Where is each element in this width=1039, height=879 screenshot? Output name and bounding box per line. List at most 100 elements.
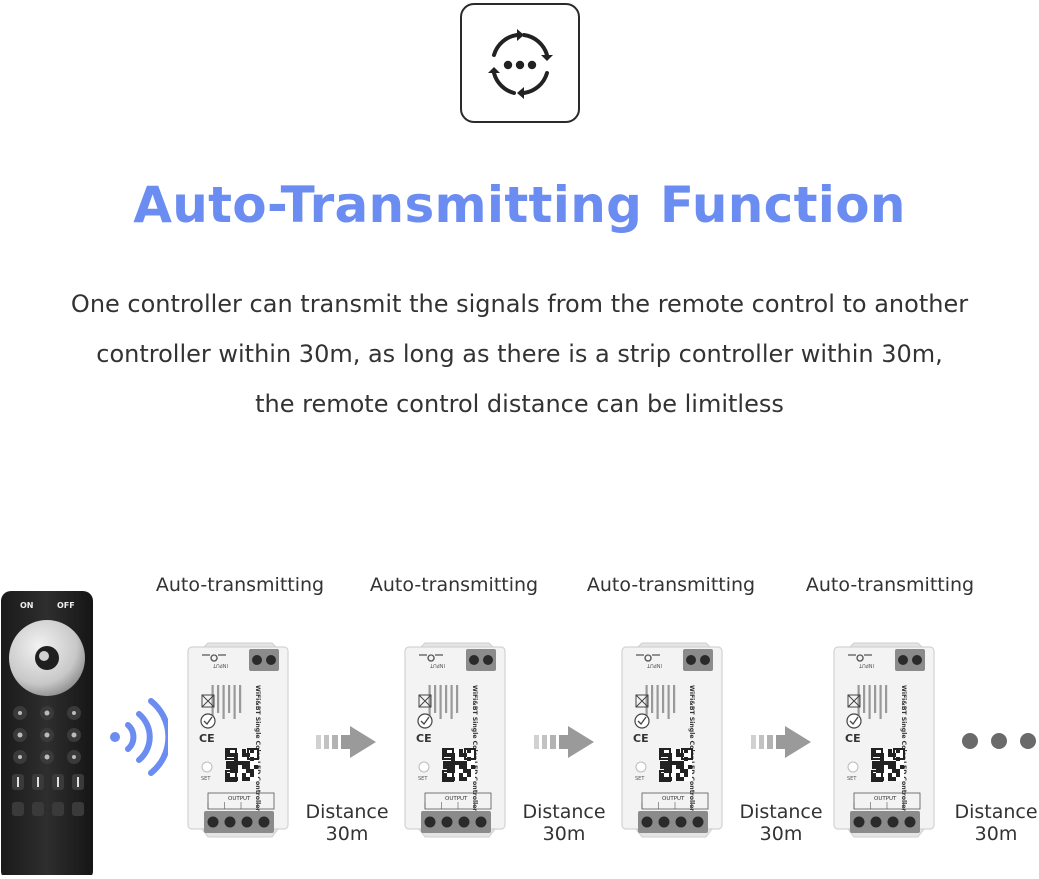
- qr-module: [888, 761, 892, 765]
- weee-icon: [201, 694, 215, 708]
- qr-module: [884, 761, 888, 765]
- qr-code-icon: [871, 748, 905, 782]
- qr-module: [463, 769, 467, 773]
- remote-off-label: OFF: [57, 601, 75, 610]
- qr-module: [467, 749, 471, 753]
- qr-module: [676, 749, 680, 753]
- qr-finder: [247, 748, 259, 760]
- spec-text-line: [217, 685, 220, 713]
- distance-label-value: 30m: [542, 823, 586, 845]
- rohs-icon: [417, 713, 433, 729]
- input-terminal: [683, 649, 713, 671]
- terminal-screw: [252, 655, 262, 665]
- auto-transmitting-label-1: Auto-transmitting: [155, 574, 325, 596]
- dc-symbol-icon: [636, 654, 660, 662]
- qr-module: [660, 761, 664, 765]
- qr-module: [900, 765, 904, 769]
- set-label: SET: [635, 776, 645, 782]
- terminal-screw: [898, 655, 908, 665]
- terminal-screw: [241, 816, 253, 828]
- terminal-screw: [475, 816, 487, 828]
- spec-text-line: [667, 685, 670, 719]
- terminal-screw: [424, 816, 436, 828]
- dc-symbol-icon: [848, 654, 872, 662]
- qr-module: [664, 777, 668, 781]
- qr-module: [680, 765, 684, 769]
- qr-module: [230, 777, 234, 781]
- qr-module: [459, 761, 463, 765]
- arrow-right-icon: [751, 726, 811, 758]
- qr-module: [668, 761, 672, 765]
- qr-module: [872, 761, 876, 765]
- qr-module: [242, 749, 246, 753]
- qr-module: [242, 753, 246, 757]
- qr-module: [443, 749, 447, 753]
- qr-finder: [442, 770, 454, 782]
- qr-module: [250, 749, 254, 753]
- weee-icon: [418, 694, 432, 708]
- output-terminal: [638, 811, 708, 833]
- qr-module: [664, 753, 668, 757]
- qr-finder: [659, 770, 671, 782]
- spec-text-line: [233, 685, 236, 719]
- arrow-right-icon: [316, 726, 376, 758]
- auto-transmit-icon-box: [460, 3, 580, 123]
- terminal-screw: [658, 816, 670, 828]
- qr-module: [459, 749, 463, 753]
- arrow-right-icon: [534, 726, 594, 758]
- qr-module: [234, 765, 238, 769]
- qr-module: [888, 773, 892, 777]
- auto-transmitting-label-3: Auto-transmitting: [586, 574, 756, 596]
- weee-icon: [201, 694, 215, 708]
- qr-module: [872, 753, 876, 757]
- qr-finder: [871, 770, 883, 782]
- rohs-icon: [846, 713, 862, 729]
- qr-module: [447, 765, 451, 769]
- qr-module: [246, 761, 250, 765]
- spec-text-line: [863, 685, 866, 713]
- qr-module: [660, 777, 664, 781]
- qr-module: [876, 777, 880, 781]
- qr-module: [660, 765, 664, 769]
- qr-module: [451, 761, 455, 765]
- spec-text-line: [211, 685, 214, 719]
- terminal-screw: [469, 655, 479, 665]
- output-label: OUTPUT: [662, 796, 685, 802]
- distance-label-text: Distance: [305, 801, 389, 823]
- set-button: [201, 761, 213, 773]
- page-title: Auto-Transmitting Function: [133, 176, 906, 234]
- qr-module: [684, 749, 688, 753]
- set-label: SET: [201, 776, 211, 782]
- terminal-screw: [483, 655, 493, 665]
- qr-module: [880, 761, 884, 765]
- output-label: OUTPUT: [445, 796, 468, 802]
- input-terminal: [895, 649, 925, 671]
- qr-module: [888, 765, 892, 769]
- spec-text-line: [239, 685, 242, 713]
- qr-module: [467, 769, 471, 773]
- qr-module: [892, 777, 896, 781]
- qr-finder: [225, 770, 237, 782]
- qr-module: [443, 773, 447, 777]
- weee-icon: [847, 694, 861, 708]
- wireless-signal-icon: [110, 698, 168, 776]
- qr-module: [880, 765, 884, 769]
- terminal-screw: [641, 816, 653, 828]
- qr-module: [896, 749, 900, 753]
- distance-label-text: Distance: [954, 801, 1038, 823]
- spec-text-line: [874, 685, 877, 713]
- spec-text-line: [434, 685, 437, 713]
- input-terminal: [466, 649, 496, 671]
- qr-module: [230, 761, 234, 765]
- spec-text-line: [656, 685, 659, 719]
- rohs-icon: [200, 713, 216, 729]
- spec-text-line: [857, 685, 860, 719]
- qr-finder: [442, 748, 454, 760]
- qr-module: [226, 761, 230, 765]
- remote-on-label: ON: [20, 601, 34, 610]
- auto-transmit-icon: [488, 29, 553, 99]
- rohs-icon: [849, 716, 859, 726]
